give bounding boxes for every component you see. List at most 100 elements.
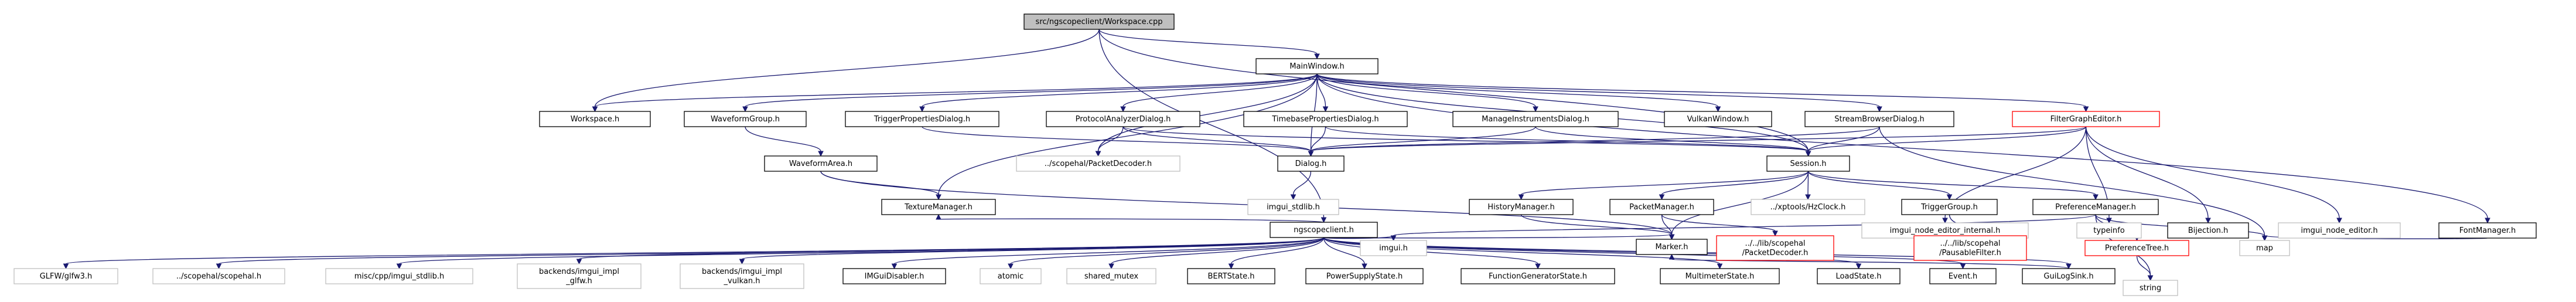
- node-session[interactable]: Session.h: [1766, 155, 1850, 172]
- node-vulkanwindow[interactable]: VulkanWindow.h: [1664, 111, 1772, 127]
- node-event[interactable]: Event.h: [1929, 268, 1997, 284]
- edge-filtergrapheditor-to-bijection: [2085, 126, 2209, 219]
- edge-arrowhead-mainwindow-to-protocolanalyzer: [1120, 106, 1126, 113]
- edge-ngscopeclient-to-imgui_h: [1323, 235, 1394, 239]
- edge-ngscopeclient-to-imgui_impl_glfw: [578, 237, 1325, 260]
- edge-guilogsink-to-marker: [1671, 259, 2069, 269]
- edge-streambrowser-to-map: [1879, 126, 2265, 236]
- node-texturemanager[interactable]: TextureManager.h: [881, 199, 996, 215]
- node-preferencetree[interactable]: PreferenceTree.h: [2084, 240, 2189, 256]
- node-powersupplystate[interactable]: PowerSupplyState.h: [1305, 268, 1424, 284]
- node-triggergroup[interactable]: TriggerGroup.h: [1901, 199, 1998, 215]
- edge-session-to-packetmanager: [1661, 171, 1809, 195]
- edge-mainwindow-to-streambrowser: [1316, 73, 1880, 107]
- node-box-bijection: [2167, 222, 2249, 239]
- edge-mainwindow-to-packetdecoder_scopehal: [1097, 73, 1318, 152]
- edge-mainwindow-to-texturemanager: [938, 73, 1318, 195]
- node-pausablefilter[interactable]: ../../lib/scopehal/PausableFilter.h: [1913, 235, 2027, 261]
- node-loadstate[interactable]: LoadState.h: [1817, 268, 1901, 284]
- node-box-session: [1766, 155, 1850, 172]
- edge-filtergrapheditor-to-imgui_node_editor: [2085, 126, 2340, 219]
- node-functiongenstate[interactable]: FunctionGeneratorState.h: [1461, 268, 1615, 284]
- edge-root-to-workspace_h: [594, 29, 1100, 107]
- edge-arrowhead-ngscopeclient-to-functiongenstate: [1535, 263, 1541, 270]
- node-label-texturemanager: TextureManager.h: [904, 203, 973, 212]
- node-box-preferencetree: [2084, 240, 2189, 256]
- node-historymanager[interactable]: HistoryManager.h: [1469, 199, 1574, 215]
- node-packetmanager[interactable]: PacketManager.h: [1609, 199, 1714, 215]
- edge-protocolanalyzer-to-packetdecoder_scopehal: [1097, 126, 1124, 152]
- node-timebaseprops[interactable]: TimebasePropertiesDialog.h: [1243, 111, 1408, 127]
- node-manageinstruments[interactable]: ManageInstrumentsDialog.h: [1452, 111, 1619, 127]
- edge-arrowhead-mainwindow-to-fontmanager: [2485, 218, 2490, 224]
- node-guilogsink[interactable]: GuiLogSink.h: [2022, 268, 2116, 284]
- node-filtergrapheditor[interactable]: FilterGraphEditor.h: [2012, 111, 2160, 127]
- node-label-session: Session.h: [1790, 160, 1827, 168]
- node-waveformgroup[interactable]: WaveformGroup.h: [684, 111, 807, 127]
- node-preferencemanager[interactable]: PreferenceManager.h: [2032, 199, 2159, 215]
- node-triggerprops[interactable]: TriggerPropertiesDialog.h: [845, 111, 999, 127]
- node-box-packetdecoder_scopehal: [1016, 155, 1180, 172]
- node-label-filtergrapheditor: FilterGraphEditor.h: [2050, 115, 2122, 124]
- node-label-waveformarea: WaveformArea.h: [789, 160, 852, 168]
- node-box-filtergrapheditor: [2012, 111, 2160, 127]
- edge-arrowhead-session-to-triggergroup: [1946, 194, 1953, 201]
- edge-arrowhead-ngscopeclient-to-powersupplystate: [1362, 263, 1367, 270]
- node-box-imgui_impl_glfw: [517, 263, 642, 289]
- node-box-scopehal_h: [152, 268, 285, 284]
- edge-protocolanalyzer-to-dialog: [1122, 126, 1312, 152]
- node-bijection[interactable]: Bijection.h: [2167, 222, 2249, 239]
- node-bertstate[interactable]: BERTState.h: [1187, 268, 1275, 284]
- node-label-packetdecoder_scopehal: ../scopehal/PacketDecoder.h: [1045, 160, 1152, 168]
- node-packetdecoder_lib[interactable]: ../../lib/scopehal/PacketDecoder.h: [1716, 235, 1834, 261]
- node-box-texturemanager: [881, 199, 996, 215]
- node-streambrowser[interactable]: StreamBrowserDialog.h: [1804, 111, 1954, 127]
- node-multimeterstate[interactable]: MultimeterState.h: [1660, 268, 1780, 284]
- node-imguidisabler[interactable]: IMGuiDisabler.h: [842, 268, 946, 284]
- edge-session-to-marker: [1671, 171, 1809, 235]
- node-label-atomic: atomic: [998, 272, 1023, 281]
- node-marker[interactable]: Marker.h: [1636, 239, 1708, 255]
- node-label-hzclock: ../xptools/HzClock.h: [1770, 203, 1846, 212]
- node-label-triggergroup: TriggerGroup.h: [1920, 203, 1978, 212]
- node-typeinfo: typeinfo: [2076, 222, 2142, 239]
- node-box-fontmanager: [2438, 222, 2537, 239]
- edge-session-to-hzclock: [1807, 171, 1809, 195]
- node-box-packetdecoder_lib: [1716, 235, 1834, 261]
- edge-arrowhead-filtergrapheditor-to-session: [1805, 151, 1811, 157]
- node-label-streambrowser: StreamBrowserDialog.h: [1834, 115, 1925, 124]
- node-mainwindow[interactable]: MainWindow.h: [1255, 58, 1379, 74]
- edge-arrowhead-ngscopeclient-to-bertstate: [1228, 263, 1234, 270]
- node-fontmanager[interactable]: FontManager.h: [2438, 222, 2537, 239]
- node-label-imgui_stdlib_misc: misc/cpp/imgui_stdlib.h: [354, 272, 444, 281]
- node-label-bijection: Bijection.h: [2188, 226, 2229, 235]
- edge-arrowhead-ngscopeclient-to-glfw: [63, 263, 69, 270]
- node-box-protocolanalyzer: [1046, 111, 1200, 127]
- edge-preferencemanager-to-imgui_h: [1393, 214, 2096, 236]
- node-workspace_h[interactable]: Workspace.h: [539, 111, 651, 127]
- edge-arrowhead-guilogsink-to-marker: [1669, 253, 1675, 260]
- node-imgui_impl_glfw: backends/imgui_impl_glfw.h: [517, 263, 642, 289]
- node-ngscopeclient[interactable]: ngscopeclient.h: [1270, 222, 1378, 238]
- node-label-typeinfo: typeinfo: [2093, 226, 2124, 235]
- node-waveformarea[interactable]: WaveformArea.h: [764, 155, 878, 172]
- node-label-imgui_node_editor_internal: imgui_node_editor_internal.h: [1890, 226, 2001, 235]
- edge-dialog-to-imgui_stdlib: [1292, 171, 1312, 195]
- edge-session-to-historymanager: [1520, 171, 1809, 195]
- node-protocolanalyzer[interactable]: ProtocolAnalyzerDialog.h: [1046, 111, 1200, 127]
- node-box-marker: [1636, 239, 1708, 255]
- node-root[interactable]: src/ngscopeclient/Workspace.cpp: [1023, 13, 1175, 30]
- node-dialog[interactable]: Dialog.h: [1277, 155, 1345, 172]
- node-atomic: atomic: [980, 268, 1042, 284]
- node-label-marker: Marker.h: [1655, 243, 1688, 252]
- node-label-imgui_impl_glfw: _glfw.h: [565, 277, 592, 286]
- edge-root-to-mainwindow: [1098, 29, 1318, 55]
- edge-arrowhead-mainwindow-to-workspace_h: [592, 106, 598, 113]
- edge-arrowhead-mainwindow-to-vulkanwindow: [1715, 106, 1721, 113]
- node-label-imgui_impl_vulkan: backends/imgui_impl: [702, 267, 782, 276]
- node-label-scopehal_h: ../scopehal/scopehal.h: [176, 272, 261, 281]
- node-label-bertstate: BERTState.h: [1208, 272, 1255, 281]
- node-box-workspace_h: [539, 111, 651, 127]
- node-box-glfw: [13, 268, 118, 284]
